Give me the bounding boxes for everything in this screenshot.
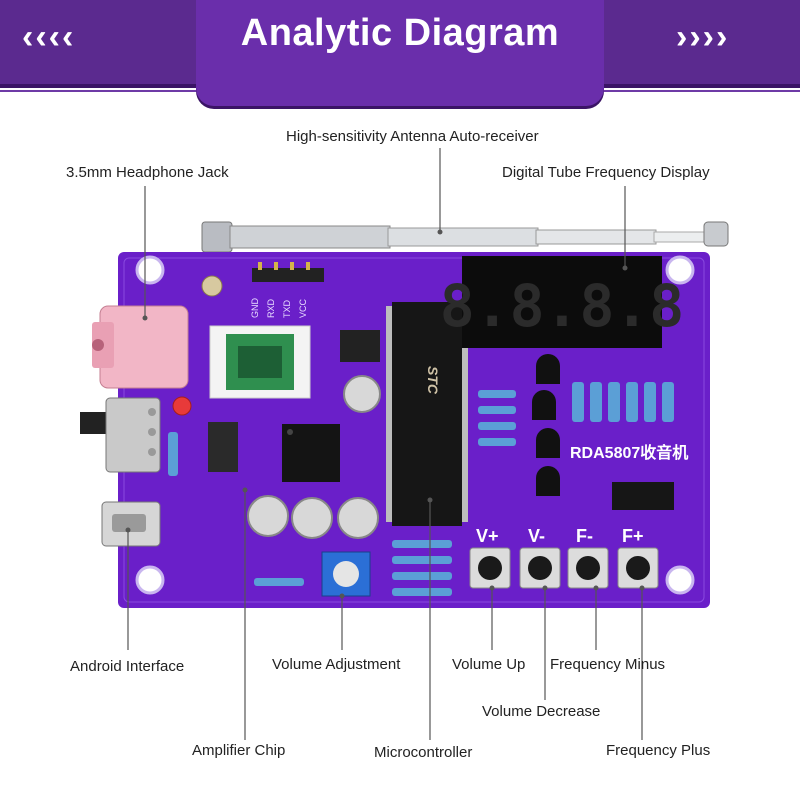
regulator	[340, 330, 380, 362]
potentiometer-top	[201, 275, 223, 297]
chip-label: STC	[425, 366, 441, 395]
volume-potentiometer	[321, 551, 371, 597]
pin-label-gnd: GND	[250, 298, 260, 319]
label-microcontroller: Microcontroller	[374, 744, 473, 761]
label-antenna: High-sensitivity Antenna Auto-receiver	[286, 128, 539, 145]
label-headphone-jack: 3.5mm Headphone Jack	[66, 164, 229, 181]
electrolytic-capacitors	[247, 375, 381, 539]
led-indicator	[172, 396, 192, 416]
label-frequency-plus: Frequency Plus	[606, 742, 711, 759]
amplifier-chip	[282, 424, 340, 482]
digital-tube-display	[462, 256, 662, 348]
transistors	[532, 354, 560, 496]
antenna	[201, 221, 729, 253]
control-buttons	[469, 547, 659, 589]
button-label-vplus: V+	[476, 526, 499, 546]
button-label-fminus: F-	[576, 526, 593, 546]
resistors	[168, 382, 674, 596]
chevron-right-icon: ››››	[676, 18, 730, 56]
page-title: Analytic Diagram	[240, 12, 560, 54]
label-volume-adjustment: Volume Adjustment	[272, 656, 401, 673]
power-switch	[80, 397, 161, 473]
label-volume-decrease: Volume Decrease	[482, 703, 601, 720]
pin-label-txd: TXD	[282, 299, 292, 318]
rda-label: RDA5807收音机	[570, 443, 688, 462]
rf-module	[209, 325, 311, 399]
display-digits: 8.8.8.8	[440, 272, 684, 340]
android-usb-port	[101, 501, 161, 547]
mount-holes	[135, 255, 695, 595]
label-amplifier-chip: Amplifier Chip	[192, 742, 286, 759]
callout-dots	[125, 229, 645, 599]
button-label-vminus: V-	[528, 526, 545, 546]
label-android-interface: Android Interface	[70, 658, 185, 675]
label-frequency-minus: Frequency Minus	[550, 656, 666, 673]
pin-label-rxd: RXD	[266, 298, 276, 318]
diode-module	[208, 422, 238, 472]
label-volume-up: Volume Up	[452, 656, 526, 673]
pin-label-vcc: VCC	[298, 298, 308, 318]
chevron-left-icon: ‹‹‹‹	[22, 18, 76, 56]
microcontroller-chip	[386, 302, 468, 526]
button-label-fplus: F+	[622, 526, 644, 546]
callout-lines	[127, 148, 643, 740]
headphone-jack	[92, 305, 189, 389]
title-tab: Analytic Diagram	[196, 0, 604, 106]
pin-header	[252, 262, 324, 282]
label-digital-display: Digital Tube Frequency Display	[502, 164, 710, 181]
ic-u3	[612, 482, 674, 510]
